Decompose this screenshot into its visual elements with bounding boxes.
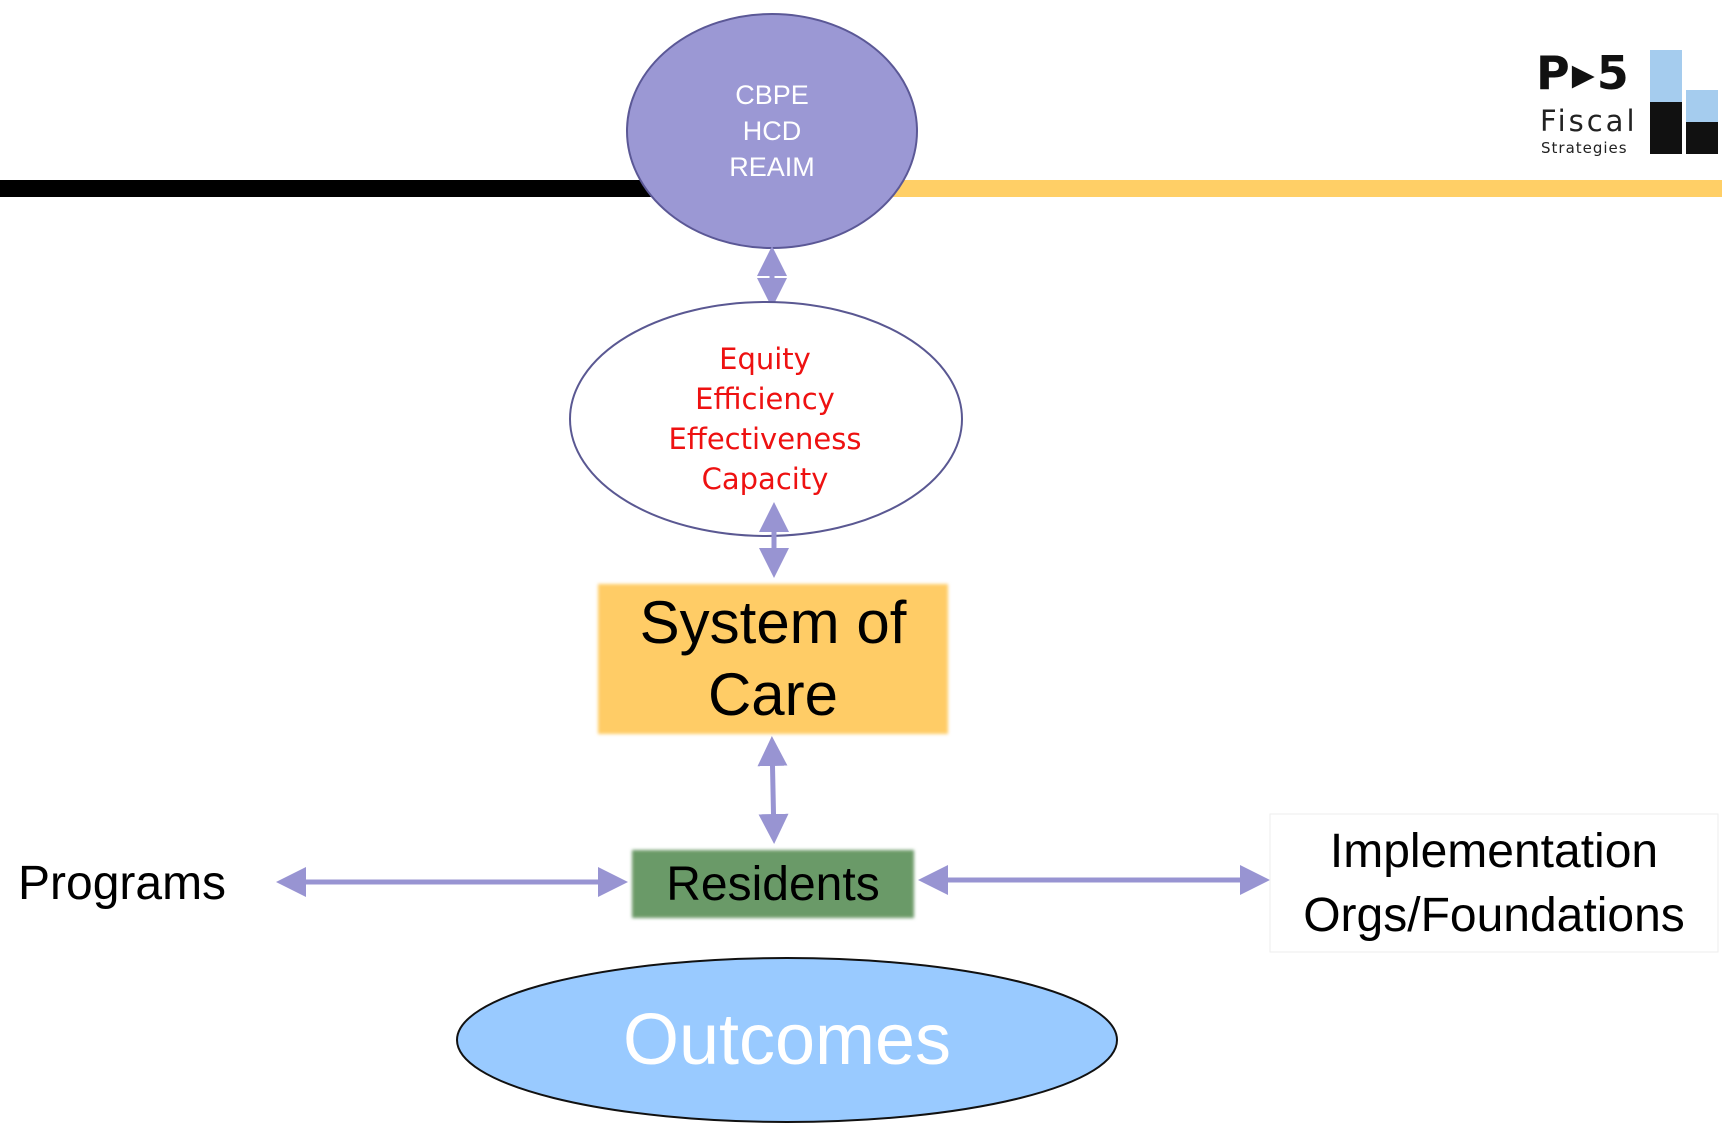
system-of-care-label: System of Care <box>598 584 948 734</box>
top-oval-line-3: REAIM <box>729 152 815 182</box>
logo-bar-dark-short <box>1686 122 1718 154</box>
logo-bar-dark-tall <box>1650 102 1682 154</box>
logo-bar-light-tall <box>1650 50 1682 102</box>
value-equity: Equity <box>719 341 811 376</box>
residents-label: Residents <box>666 857 880 911</box>
logo-name: Fiscal <box>1540 104 1638 138</box>
implementation-label: Implementation Orgs/Foundations <box>1270 820 1718 948</box>
top-oval-label: CBPE HCD REAIM <box>672 76 872 186</box>
implementation-panel <box>1269 813 1719 953</box>
system-of-care-line-2: Care <box>707 661 839 728</box>
outcomes-label: Outcomes <box>622 1000 952 1080</box>
top-oval-line-1: CBPE <box>735 80 809 110</box>
arrow-system-to-residents <box>757 736 789 844</box>
implementation-line-1: Implementation <box>1329 825 1659 878</box>
programs-label: Programs <box>18 857 227 910</box>
value-capacity: Capacity <box>701 461 829 496</box>
residents-box <box>632 850 914 918</box>
logo-bar-light-short <box>1686 90 1718 122</box>
value-efficiency: Efficiency <box>695 381 835 416</box>
value-effectiveness: Effectiveness <box>668 421 862 456</box>
top-oval-line-2: HCD <box>742 116 802 146</box>
system-of-care-line-1: System of <box>639 589 907 656</box>
header-bar-left <box>0 180 680 197</box>
outcomes-oval <box>456 957 1118 1123</box>
header-bar-right <box>880 180 1722 197</box>
logo-mark: P▸5 <box>1536 46 1631 100</box>
implementation-line-2: Orgs/Foundations <box>1303 889 1685 942</box>
logo-tagline: Strategies <box>1541 139 1628 157</box>
values-oval-label: Equity Efficiency Effectiveness Capacity <box>620 336 910 501</box>
system-of-care-box <box>598 584 948 734</box>
